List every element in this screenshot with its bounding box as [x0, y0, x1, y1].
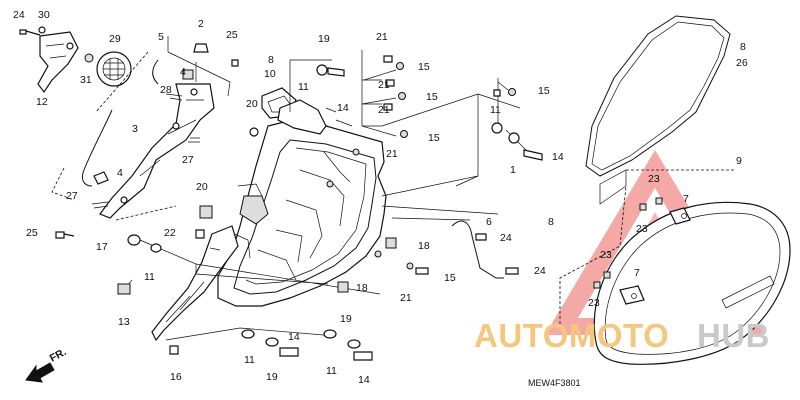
saddlebag-lid: [559, 169, 791, 365]
callout-16: 16: [170, 371, 182, 383]
callout-19: 19: [318, 33, 330, 45]
callout-11: 11: [326, 365, 337, 377]
callout-2: 2: [198, 18, 204, 30]
callouts: 24 30 31 12 29 5 2 25 4 28 3 27 4 27 25 …: [13, 9, 748, 386]
callout-21: 21: [386, 148, 398, 160]
callout-30: 30: [38, 9, 50, 21]
callout-7: 7: [634, 267, 640, 279]
callout-22: 22: [164, 227, 176, 239]
callout-21: 21: [378, 104, 390, 116]
callout-23: 23: [636, 223, 648, 235]
callout-29: 29: [109, 33, 121, 45]
callout-3: 3: [132, 123, 138, 135]
callout-13: 13: [118, 316, 130, 328]
callout-8: 8: [268, 54, 274, 66]
fasteners: [117, 55, 543, 361]
callout-8: 8: [548, 216, 554, 228]
callout-8: 8: [740, 41, 746, 53]
callout-14: 14: [358, 374, 370, 386]
callout-11: 11: [490, 104, 501, 116]
callout-15: 15: [444, 272, 456, 284]
callout-27: 27: [66, 190, 78, 202]
leader-lines: [123, 50, 529, 341]
callout-17: 17: [96, 241, 108, 253]
watermark-text-automoto: AUTOMOTO: [474, 317, 669, 354]
saddlebag-case: [151, 87, 387, 342]
callout-24: 24: [534, 265, 546, 277]
front-label: FR.: [48, 346, 69, 365]
callout-18: 18: [356, 282, 368, 294]
callout-25: 25: [226, 29, 238, 41]
callout-21: 21: [378, 79, 390, 91]
callout-1: 1: [510, 164, 516, 176]
callout-19: 19: [340, 313, 352, 325]
callout-23: 23: [600, 249, 612, 261]
callout-15: 15: [426, 91, 438, 103]
callout-24: 24: [500, 232, 512, 244]
stay-bracket-assembly: [19, 26, 239, 239]
callout-15: 15: [538, 85, 550, 97]
callout-9: 9: [736, 155, 742, 167]
callout-20: 20: [246, 98, 258, 110]
callout-15: 15: [418, 61, 430, 73]
callout-15: 15: [428, 132, 440, 144]
callout-26: 26: [736, 57, 748, 69]
callout-23: 23: [588, 297, 600, 309]
callout-11: 11: [298, 81, 309, 93]
callout-14: 14: [337, 102, 349, 114]
callout-21: 21: [400, 292, 412, 304]
callout-6: 6: [486, 216, 492, 228]
lid-gasket: [585, 15, 731, 177]
front-direction-arrow: FR.: [25, 346, 69, 383]
callout-5: 5: [158, 31, 164, 43]
callout-24: 24: [13, 9, 25, 21]
callout-21: 21: [376, 31, 388, 43]
callout-7: 7: [683, 193, 689, 205]
callout-4: 4: [117, 167, 123, 179]
callout-20: 20: [196, 181, 208, 193]
callout-23: 23: [648, 173, 660, 185]
callout-11: 11: [244, 354, 255, 366]
callout-27: 27: [182, 154, 194, 166]
callout-19: 19: [266, 371, 278, 383]
callout-10: 10: [264, 68, 276, 80]
callout-25: 25: [26, 227, 38, 239]
callout-4: 4: [180, 66, 186, 78]
callout-28: 28: [160, 84, 172, 96]
callout-14: 14: [288, 331, 300, 343]
watermark-text-hub: HUB: [697, 317, 770, 354]
callout-31: 31: [80, 74, 92, 86]
callout-12: 12: [36, 96, 48, 108]
diagram-code: MEW4F3801: [528, 378, 581, 388]
callout-11: 11: [144, 271, 155, 283]
callout-18: 18: [418, 240, 430, 252]
callout-14: 14: [552, 151, 564, 163]
